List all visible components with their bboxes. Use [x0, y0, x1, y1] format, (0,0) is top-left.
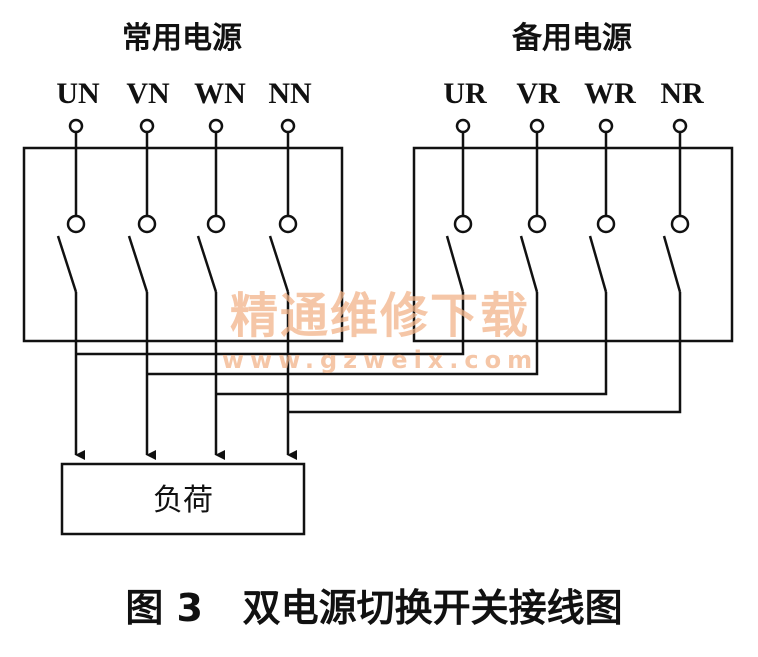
crossover-wiring [76, 292, 682, 414]
normal-source-title: 常用电源 [122, 21, 242, 56]
backup-switch-poles [445, 118, 690, 293]
terminal-label-un: UN [56, 77, 100, 110]
terminal-label-vr: VR [516, 77, 560, 110]
normal-switch-box [22, 146, 344, 343]
backup-switch-box [412, 146, 734, 343]
watermark-url: www.gzweix.com [222, 346, 538, 374]
terminal-label-vn: VN [126, 77, 170, 110]
load-label: 负荷 [153, 483, 213, 518]
backup-source-title: 备用电源 [512, 21, 632, 56]
watermark-title: 精通维修下载 [230, 288, 530, 344]
terminal-label-nr: NR [660, 77, 704, 110]
terminal-label-nn: NN [268, 77, 312, 110]
normal-switch-poles [56, 118, 298, 460]
terminal-label-ur: UR [443, 77, 487, 110]
terminal-label-wr: WR [584, 77, 636, 110]
terminal-label-wn: WN [194, 77, 246, 110]
load-box [60, 462, 306, 536]
figure-caption: 图 3 双电源切换开关接线图 [125, 586, 622, 630]
